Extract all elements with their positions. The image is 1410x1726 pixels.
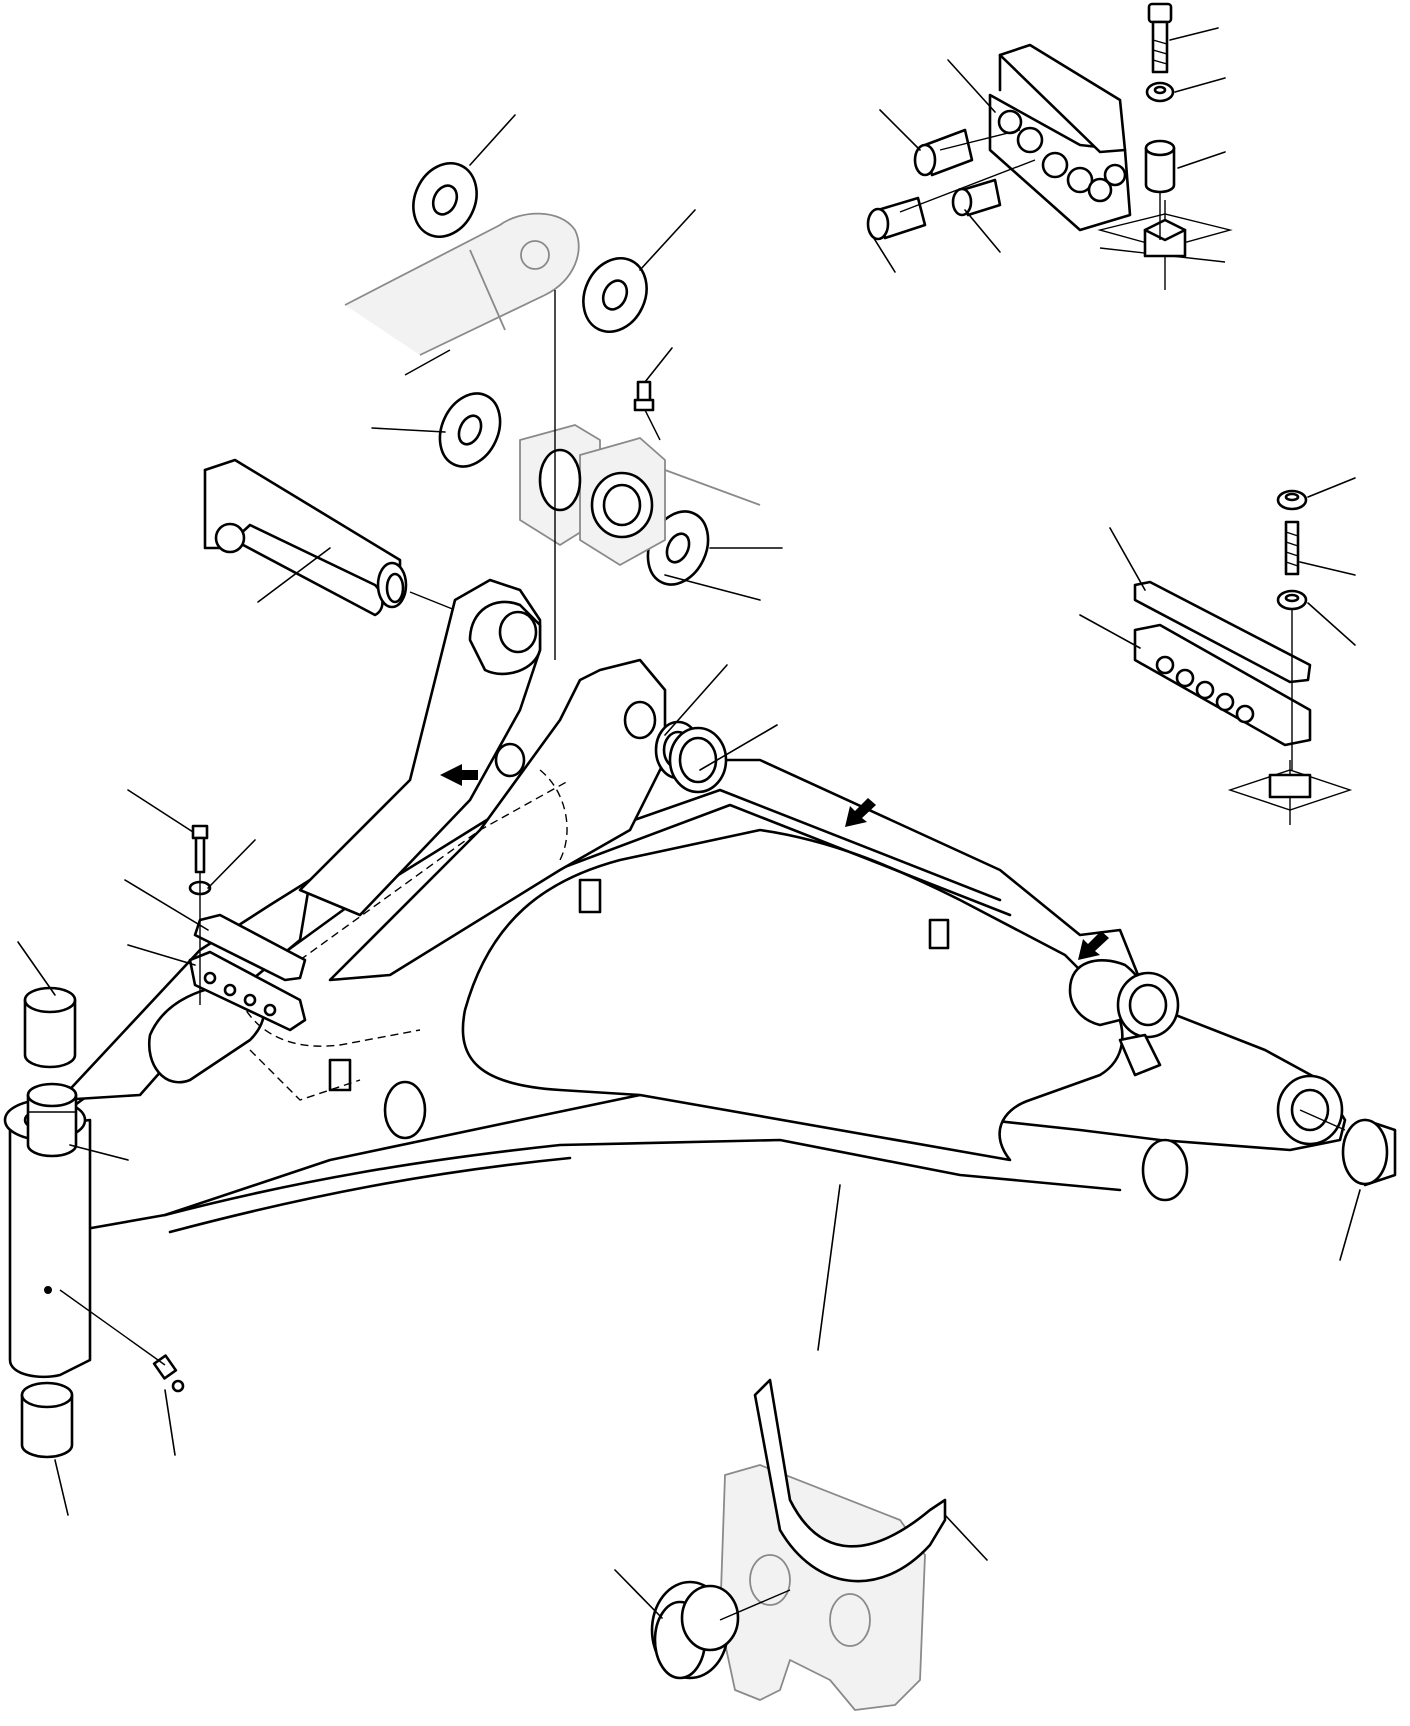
clamp-block-icon: [1133, 623, 1312, 747]
floor-plate-icon: [1227, 760, 1353, 825]
arrow-icon: [1078, 931, 1109, 960]
bushing-icon: [20, 1381, 74, 1459]
pin-holder-ghost: [719, 1464, 926, 1711]
strap-icon: [753, 1378, 947, 1583]
boom-arm-frame: [3, 578, 1347, 1379]
clamp-bar-detail: [1133, 489, 1353, 825]
pivot-pin: [203, 458, 456, 617]
pin-holder-bushing-detail: [650, 1378, 947, 1711]
hose-bushing-3-icon: [951, 178, 1002, 217]
floor-plate-icon: [1097, 200, 1233, 290]
arrow-icon: [845, 798, 876, 827]
clamp-bar-icon: [193, 913, 307, 982]
bushing-icon: [1341, 1118, 1397, 1187]
clamp-block-icon: [188, 950, 307, 1032]
nut-icon: [1276, 489, 1308, 511]
grease-nipple-icon: [152, 1354, 185, 1393]
clamp-bar-icon: [1133, 580, 1312, 684]
bolt-icon: [1147, 2, 1173, 74]
cylinder-rod-ghost: [344, 212, 580, 376]
bolt-icon: [191, 824, 209, 874]
spacer-sleeve-icon: [1144, 139, 1176, 194]
bushing-icon: [23, 986, 77, 1069]
pivot-bearing-block: [519, 424, 761, 566]
clamp-assembly-left: [188, 824, 307, 1032]
threaded-stud-icon: [1284, 520, 1300, 576]
bushing-icon: [26, 1082, 78, 1158]
hose-bushing-1-icon: [913, 128, 974, 177]
cylinder-pivot-group: [344, 162, 761, 660]
hose-guide-block: [988, 43, 1161, 240]
washer-icon: [412, 162, 478, 238]
washer-icon: [582, 257, 648, 333]
washer-icon: [1145, 81, 1175, 103]
leader-lines: [17, 27, 1361, 1619]
hose-bushing-2-icon: [866, 196, 927, 241]
flanged-bushing-icon: [650, 1580, 740, 1680]
washer-icon: [438, 392, 502, 468]
grease-nipple-icon: [633, 380, 655, 412]
arrow-icon: [440, 764, 478, 786]
washer-icon: [1276, 589, 1308, 611]
hose-guide-block-detail: [866, 2, 1233, 290]
